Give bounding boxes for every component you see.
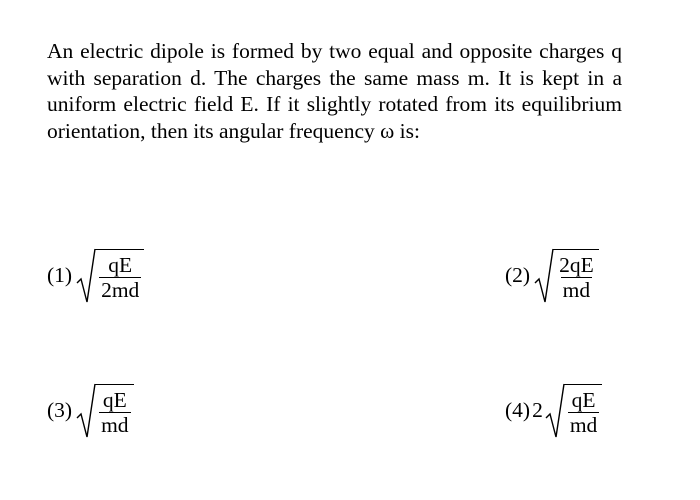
fraction-denominator: md — [560, 276, 593, 302]
radical-sign-icon — [545, 383, 565, 438]
fraction: qE md — [567, 387, 600, 437]
square-root: qE 2md — [76, 246, 145, 304]
option-2[interactable]: (2) 2qE md — [505, 240, 599, 310]
fraction-denominator: md — [567, 411, 600, 437]
option-1[interactable]: (1) qE 2md — [47, 240, 145, 310]
fraction-numerator: qE — [108, 252, 133, 277]
square-root: 2qE md — [534, 246, 599, 304]
option-label: (1) — [47, 262, 73, 287]
radical-sign-icon — [76, 383, 96, 438]
square-root: qE md — [76, 381, 134, 439]
option-label: (4) — [505, 397, 531, 422]
radical-sign-icon — [534, 248, 554, 303]
option-3[interactable]: (3) qE md — [47, 375, 134, 445]
fraction: 2qE md — [557, 253, 596, 302]
fraction-denominator: 2md — [99, 276, 142, 302]
fraction-numerator: 2qE — [559, 252, 594, 277]
radical-sign-icon — [76, 248, 96, 303]
fraction: qE 2md — [99, 252, 142, 302]
fraction: qE md — [99, 387, 131, 437]
option-label: (2) — [505, 262, 531, 287]
fraction-numerator: qE — [571, 387, 596, 412]
option-label: (3) — [47, 397, 73, 422]
option-4[interactable]: (4) 2 qE md — [505, 375, 603, 445]
fraction-denominator: md — [99, 411, 131, 437]
question-text: An electric dipole is formed by two equa… — [47, 39, 622, 143]
option-coefficient: 2 — [532, 397, 543, 422]
square-root: qE md — [545, 381, 603, 439]
fraction-numerator: qE — [102, 387, 127, 412]
